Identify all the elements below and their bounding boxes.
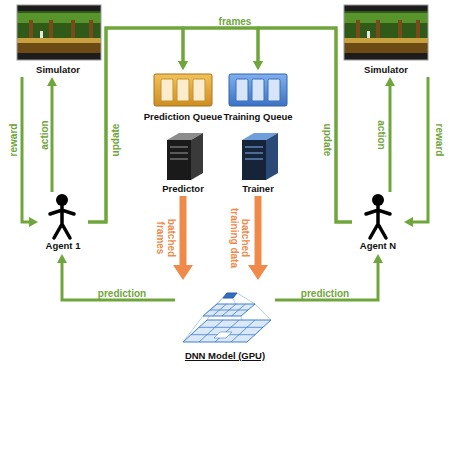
control-flow-arrow	[183, 28, 352, 222]
server-slot	[170, 146, 188, 148]
node-label: Prediction Queue	[144, 111, 223, 122]
control-flow-arrow	[389, 86, 392, 192]
simulator-screenshot	[344, 5, 428, 60]
simulator-screenshot	[17, 5, 101, 60]
edge-label: prediction	[98, 288, 146, 299]
edge-label: action	[376, 120, 387, 149]
server-slot	[170, 158, 188, 160]
server-front	[167, 140, 191, 180]
trainer-server: Trainer	[225, 126, 291, 196]
network-layer	[203, 304, 255, 316]
node-label: Training Queue	[223, 111, 292, 122]
data-flow-arrow	[180, 196, 187, 265]
server-slot	[245, 146, 263, 148]
control-flow-arrow	[88, 28, 258, 222]
node-label: Predictor	[162, 183, 204, 194]
node-label: DNN Model (GPU)	[185, 350, 265, 361]
node-label: Simulator	[36, 64, 80, 75]
queue-slot	[161, 79, 173, 101]
agent-head	[56, 194, 68, 206]
server-slot	[170, 152, 188, 154]
layer-grid	[210, 304, 248, 316]
server-side	[191, 133, 203, 180]
queue-box	[229, 74, 287, 106]
node-label: Agent N	[360, 240, 396, 251]
control-flow-arrow	[62, 263, 175, 300]
queue-slot	[268, 79, 280, 101]
agent-figure	[50, 206, 74, 238]
layer-grid	[191, 320, 263, 342]
network-layer	[183, 320, 271, 342]
layer-cell	[214, 332, 232, 338]
control-flow-arrow	[51, 86, 54, 192]
node-label: Simulator	[364, 64, 408, 75]
data-flow-arrow	[255, 196, 262, 265]
control-flow-arrow	[275, 263, 378, 300]
server-front	[242, 140, 266, 180]
simulator: Simulator	[338, 3, 434, 77]
prediction-queue: Prediction Queue	[140, 70, 226, 126]
flow-label: frames	[219, 16, 252, 27]
queue-box	[154, 74, 212, 106]
simulator: Simulator	[12, 3, 104, 77]
agent-head	[372, 194, 384, 206]
edge-label: update	[322, 124, 333, 157]
node-label: Agent 1	[46, 240, 81, 251]
edge-label: batched training data	[229, 202, 251, 274]
agent: Agent 1	[38, 192, 88, 254]
server-slot	[245, 152, 263, 154]
edge-label: batched frames	[155, 213, 177, 263]
queue-slot	[236, 79, 248, 101]
node-label: Trainer	[242, 183, 274, 194]
edge-label: action	[39, 120, 50, 149]
control-flow-arrow	[413, 77, 428, 222]
queue-slot	[177, 79, 189, 101]
predictor-server: Predictor	[150, 126, 216, 196]
edge-label: prediction	[301, 288, 349, 299]
control-flow-arrow	[22, 77, 29, 222]
edge-label: update	[110, 124, 121, 157]
queue-slot	[193, 79, 205, 101]
agent-figure	[366, 206, 390, 238]
queue-slot	[252, 79, 264, 101]
server-side	[266, 133, 278, 180]
edge-label: reward	[8, 124, 19, 157]
network-layer	[223, 293, 237, 298]
training-queue: Training Queue	[226, 70, 290, 126]
edge-label: reward	[434, 124, 445, 157]
network-connection	[183, 304, 271, 342]
network-connection	[203, 293, 255, 316]
agent: Agent N	[352, 192, 404, 254]
dnn-model: DNN Model (GPU)	[175, 280, 275, 362]
server-slot	[245, 158, 263, 160]
